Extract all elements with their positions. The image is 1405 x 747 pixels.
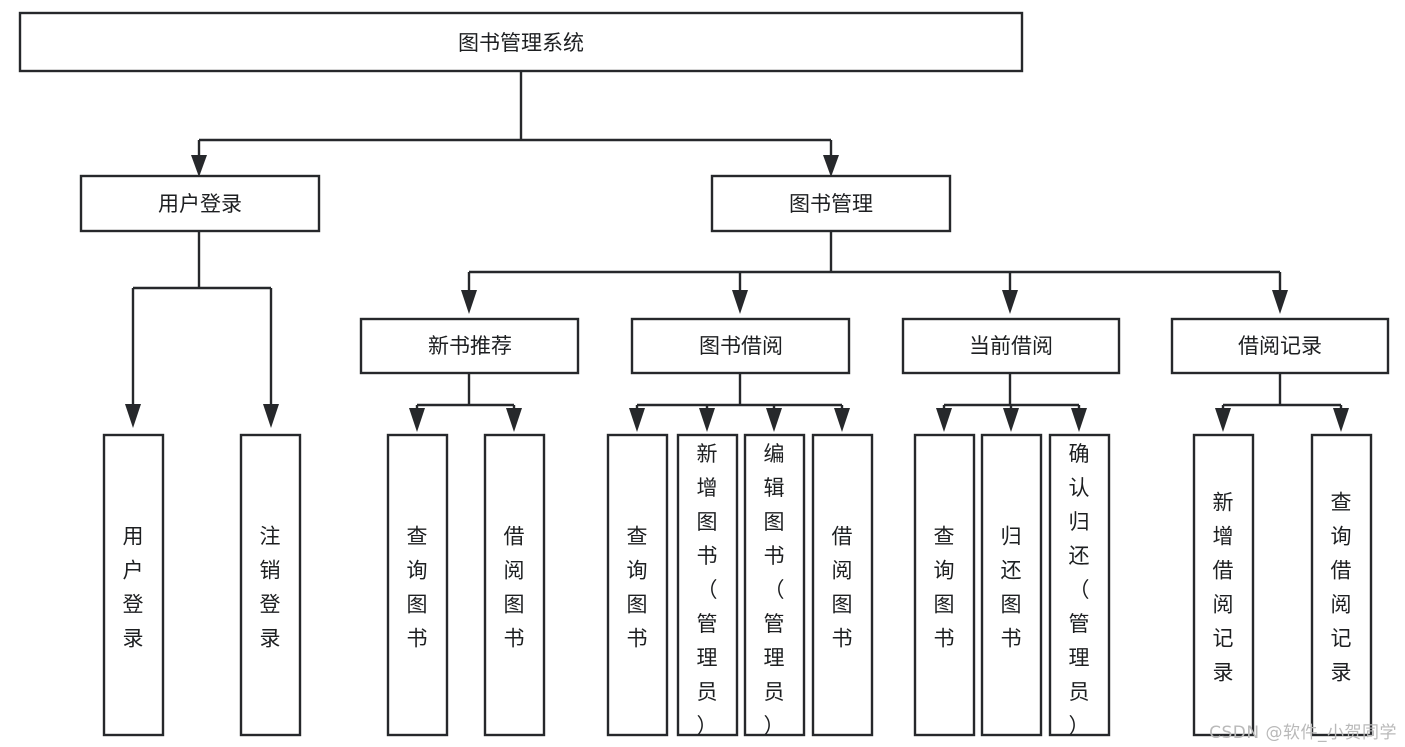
node-leaf-borrow-book-2-box[interactable] (811, 433, 874, 737)
node-borrow-record-label: 借阅记录 (1238, 334, 1322, 358)
node-leaf-user-login[interactable]: 用户登录 (102, 433, 165, 737)
node-book-borrow[interactable]: 图书借阅 (630, 317, 851, 375)
node-root-label: 图书管理系统 (458, 31, 584, 55)
arrow-head-to-current-borrow (1002, 290, 1018, 314)
connector-current-borrow-trunk (942, 373, 1081, 410)
node-leaf-add-book-label: 新增图书（管理员） (697, 442, 718, 738)
node-leaf-query-book-2-box[interactable] (606, 433, 669, 737)
node-leaf-query-record-box[interactable] (1310, 433, 1373, 737)
node-leaf-borrow-book-1[interactable]: 借阅图书 (483, 433, 546, 737)
node-leaf-return-book-box[interactable] (980, 433, 1043, 737)
node-leaf-user-login-box[interactable] (102, 433, 165, 737)
node-leaf-confirm-return[interactable]: 确认归还（管理员） (1048, 433, 1111, 738)
node-user-login-box[interactable] (79, 174, 321, 233)
node-root-box[interactable] (18, 11, 1024, 73)
node-leaf-query-book-1-box[interactable] (386, 433, 449, 737)
node-leaf-confirm-return-label: 确认归还（管理员） (1069, 442, 1090, 738)
node-user-login[interactable]: 用户登录 (79, 174, 321, 233)
node-root[interactable]: 图书管理系统 (18, 11, 1024, 73)
node-current-borrow-label: 当前借阅 (969, 334, 1053, 358)
node-leaf-borrow-book-1-box[interactable] (483, 433, 546, 737)
arrow-head-to-leaf-query-book-2 (629, 408, 645, 432)
node-leaf-query-book-3-box[interactable] (913, 433, 976, 737)
arrow-head-to-leaf-query-book-1 (409, 408, 425, 432)
node-leaf-query-book-2-label: 查询图书 (627, 525, 648, 651)
node-borrow-record[interactable]: 借阅记录 (1170, 317, 1390, 375)
node-leaf-borrow-book-2-label: 借阅图书 (832, 525, 853, 651)
node-leaf-query-book-1-label: 查询图书 (407, 525, 428, 651)
arrow-head-to-user-login (191, 155, 207, 177)
node-leaf-return-book-label: 归还图书 (1001, 525, 1022, 651)
node-leaf-borrow-book-1-label: 借阅图书 (504, 525, 525, 651)
node-leaf-query-book-1[interactable]: 查询图书 (386, 433, 449, 737)
node-book-manage[interactable]: 图书管理 (710, 174, 952, 233)
node-leaf-query-book-3[interactable]: 查询图书 (913, 433, 976, 737)
connector-book-borrow-trunk (635, 373, 844, 410)
node-book-borrow-label: 图书借阅 (699, 334, 783, 358)
node-leaf-logout-login-box[interactable] (239, 433, 302, 737)
node-current-borrow-box[interactable] (901, 317, 1121, 375)
arrow-head-to-leaf-add-book (699, 408, 715, 432)
arrow-head-to-leaf-edit-book (766, 408, 782, 432)
csdn-watermark: CSDN @软件_小贺同学 (1209, 723, 1397, 743)
arrow-head-to-leaf-add-record (1215, 408, 1231, 432)
node-leaf-edit-book-label: 编辑图书（管理员） (764, 442, 785, 738)
arrow-head-to-book-manage (823, 155, 839, 177)
node-borrow-record-box[interactable] (1170, 317, 1390, 375)
arrow-head-to-leaf-borrow-book-2 (834, 408, 850, 432)
node-leaf-logout-login-label: 注销登录 (260, 525, 281, 651)
node-leaf-edit-book[interactable]: 编辑图书（管理员） (743, 433, 806, 738)
node-new-book-recommend[interactable]: 新书推荐 (359, 317, 580, 375)
node-book-borrow-box[interactable] (630, 317, 851, 375)
node-leaf-borrow-book-2[interactable]: 借阅图书 (811, 433, 874, 737)
arrow-head-to-leaf-borrow-book-1 (506, 408, 522, 432)
node-leaf-query-book-2[interactable]: 查询图书 (606, 433, 669, 737)
connector-book-manage-trunk (467, 231, 1282, 294)
node-leaf-add-record-label: 新增借阅记录 (1213, 491, 1234, 685)
node-user-login-label: 用户登录 (158, 192, 242, 216)
node-leaf-add-record-box[interactable] (1192, 433, 1255, 737)
connector-user-login-trunk (131, 231, 273, 407)
arrow-head-to-leaf-query-book-3 (936, 408, 952, 432)
node-leaf-logout-login[interactable]: 注销登录 (239, 433, 302, 737)
arrow-head-to-leaf-logout-login (263, 404, 279, 428)
arrow-head-to-leaf-return-book (1003, 408, 1019, 432)
connector-borrow-record-trunk (1221, 373, 1343, 410)
node-leaf-add-book[interactable]: 新增图书（管理员） (676, 433, 739, 738)
node-current-borrow[interactable]: 当前借阅 (901, 317, 1121, 375)
arrow-head-to-leaf-confirm-return (1071, 408, 1087, 432)
connector-root-trunk (197, 71, 833, 162)
node-book-manage-box[interactable] (710, 174, 952, 233)
node-new-book-recommend-box[interactable] (359, 317, 580, 375)
node-leaf-confirm-return-box[interactable] (1048, 433, 1111, 737)
node-leaf-edit-book-box[interactable] (743, 433, 806, 737)
arrow-head-to-borrow-record (1272, 290, 1288, 314)
arrow-head-to-new-book-recommend (461, 290, 477, 314)
node-leaf-query-record-label: 查询借阅记录 (1331, 491, 1352, 685)
node-leaf-query-record[interactable]: 查询借阅记录 (1310, 433, 1373, 737)
node-leaf-query-book-3-label: 查询图书 (934, 525, 955, 651)
connector-new-book-recommend-trunk (415, 373, 516, 410)
arrow-head-to-leaf-user-login (125, 404, 141, 428)
node-leaf-add-record[interactable]: 新增借阅记录 (1192, 433, 1255, 737)
connectors-layer (125, 71, 1349, 432)
arrow-head-to-book-borrow (732, 290, 748, 314)
node-new-book-recommend-label: 新书推荐 (428, 334, 512, 358)
node-leaf-return-book[interactable]: 归还图书 (980, 433, 1043, 737)
arrow-head-to-leaf-query-record (1333, 408, 1349, 432)
node-book-manage-label: 图书管理 (789, 192, 873, 216)
node-leaf-user-login-label: 用户登录 (123, 525, 144, 651)
node-leaf-add-book-box[interactable] (676, 433, 739, 737)
